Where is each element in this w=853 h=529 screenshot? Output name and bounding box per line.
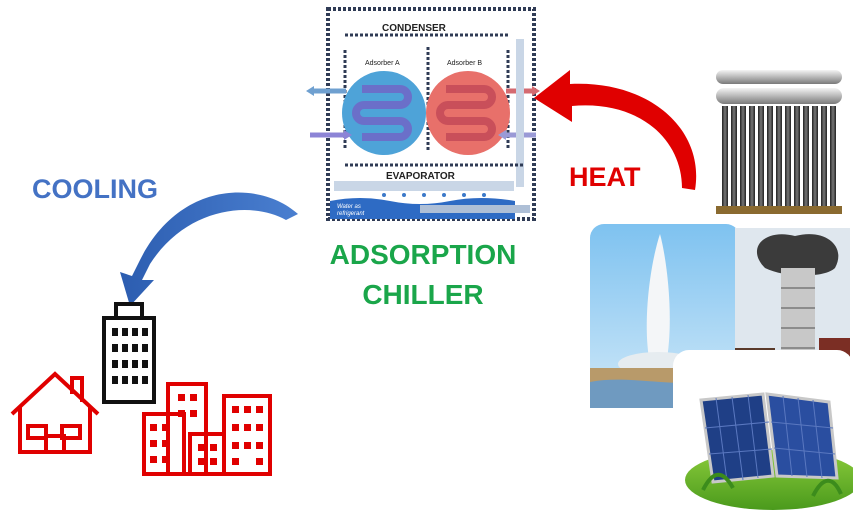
condenser-label: CONDENSER: [382, 23, 447, 34]
water-label-line2: refrigerant: [337, 211, 365, 217]
solar-panel-icon: [673, 350, 853, 520]
evaporator-label: EVAPORATOR: [386, 171, 456, 182]
cooling-arrow-icon: [120, 192, 298, 306]
adsorption-chiller-diagram: CONDENSER Adsorber A Adsorber B EVAPORAT…: [306, 7, 540, 221]
solar-thermal-collector-icon: [716, 70, 842, 214]
adsorber-a-label: Adsorber A: [365, 60, 400, 67]
city-buildings-icon: [142, 382, 272, 476]
heat-arrow-icon: [534, 70, 697, 190]
chiller-label-line1: ADSORPTION: [329, 239, 517, 270]
chiller-label-line2: CHILLER: [362, 279, 484, 310]
heat-label: HEAT: [569, 162, 641, 192]
tower-building-icon: [102, 302, 156, 404]
adsorber-b-label: Adsorber B: [447, 60, 482, 67]
adsorption-chiller-label: ADSORPTION CHILLER: [318, 235, 528, 315]
water-label-line1: Water as: [337, 204, 361, 210]
house-icon: [10, 371, 100, 454]
cooling-label: COOLING: [32, 174, 158, 204]
